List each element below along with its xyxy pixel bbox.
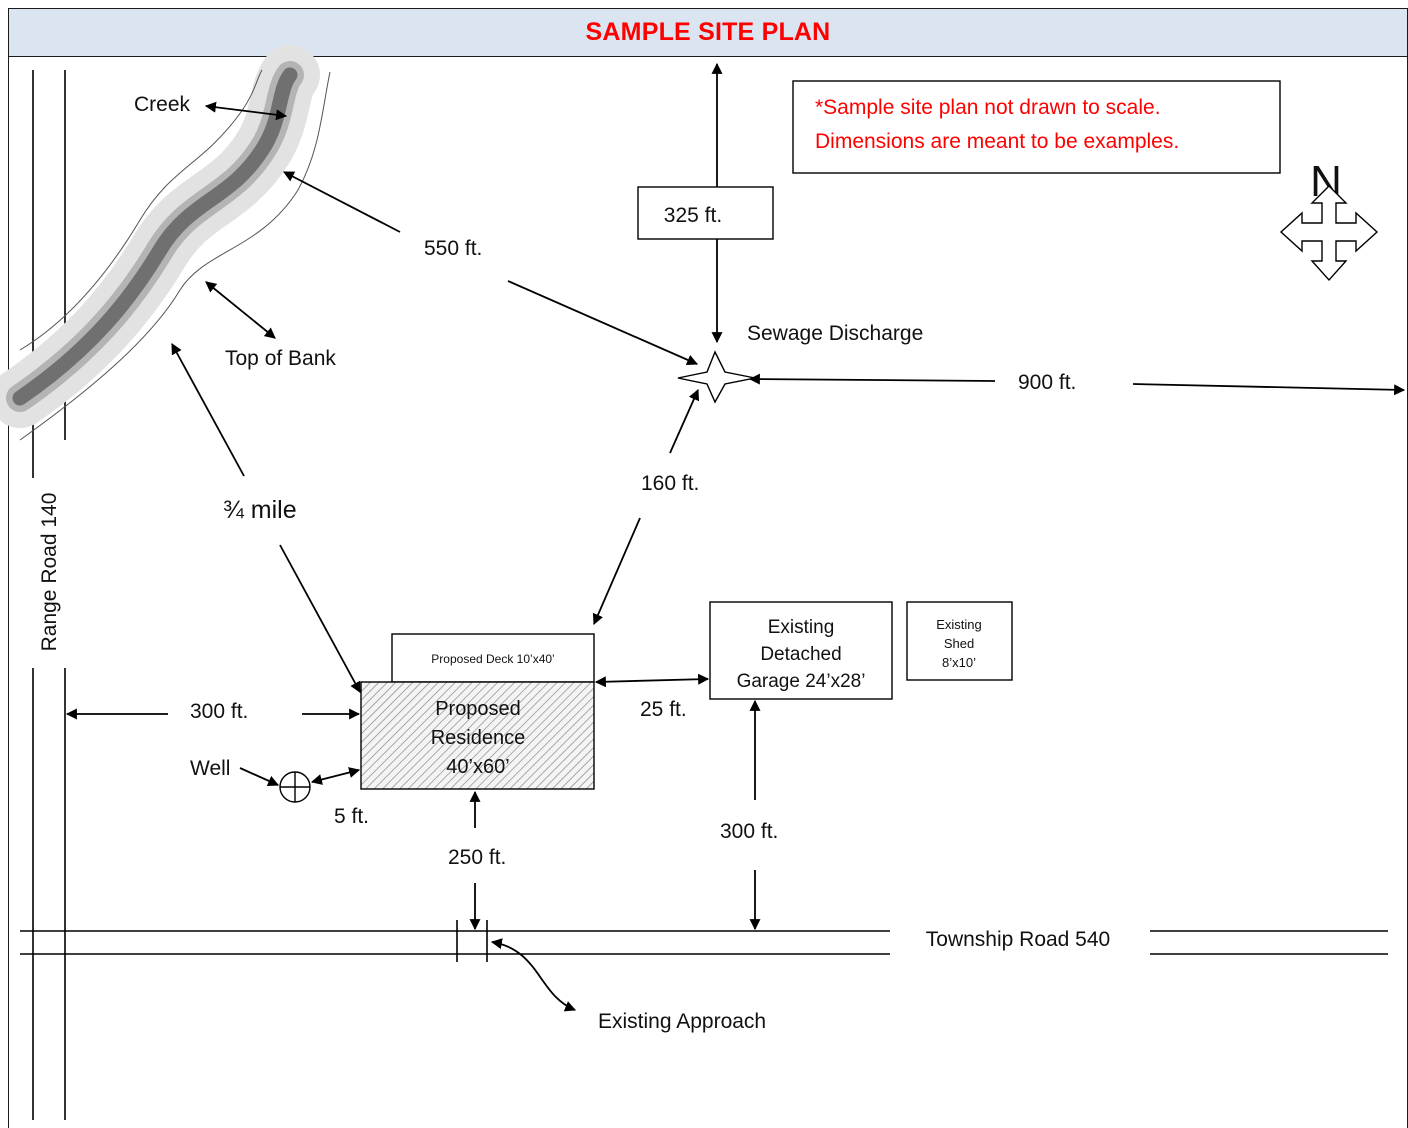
sewage-discharge-icon: [677, 350, 756, 404]
residence-label-line-3: 40’x60’: [446, 756, 509, 778]
creek-label: Creek: [134, 93, 191, 116]
proposed-residence: [360, 681, 595, 790]
east-dimension-label: 900 ft.: [1018, 371, 1076, 394]
sewage-dimension-label: 160 ft.: [641, 472, 699, 495]
bank-dimension-label: ¾ mile: [223, 496, 297, 524]
residence-label-line-2: Residence: [431, 727, 526, 749]
east-dimension-line-a: [748, 373, 996, 385]
sewage-label: Sewage Discharge: [747, 322, 923, 345]
township-road-label: Township Road 540: [926, 928, 1110, 951]
sewage-dimension-line-a: [669, 388, 700, 454]
range-road-dimension-label: 300 ft.: [190, 700, 248, 723]
approach-label: Existing Approach: [598, 1010, 766, 1033]
creek-dimension-line-a: [283, 171, 401, 233]
north-dimension-box: [637, 186, 774, 240]
bank-dimension-line-b: [279, 544, 361, 693]
shed-label-line-2: Shed: [944, 636, 974, 651]
creek-dimension-label: 550 ft.: [424, 237, 482, 260]
shed-label-line-1: Existing: [936, 617, 982, 632]
existing-approach: [456, 920, 488, 962]
approach-arrow: [490, 938, 577, 1012]
garage-label-line-2: Detached: [760, 644, 841, 665]
title-bar: SAMPLE SITE PLAN: [8, 8, 1408, 57]
top-of-bank-label: Top of Bank: [225, 347, 336, 370]
well-icon: [279, 771, 311, 803]
bank-dimension-line-a: [171, 343, 245, 477]
road-dimension-label: 250 ft.: [448, 846, 506, 869]
creek-pointer: [204, 101, 288, 121]
well-pointer: [239, 767, 280, 786]
page-title: SAMPLE SITE PLAN: [585, 18, 831, 46]
proposed-deck: [391, 633, 595, 683]
creek-dimension-line-b: [507, 280, 699, 366]
garage-gap-label: 25 ft.: [640, 698, 687, 721]
east-dimension-line-b: [1132, 383, 1406, 396]
bank-pointer: [205, 281, 276, 339]
residence-label-line-1: Proposed: [435, 698, 521, 720]
existing-shed: [906, 601, 1013, 681]
garage-label-line-1: Existing: [768, 617, 835, 638]
disclaimer-line-2: Dimensions are meant to be examples.: [815, 130, 1179, 153]
compass-rose-icon: [1279, 185, 1379, 282]
disclaimer-box: [792, 80, 1281, 174]
creek: [0, 45, 331, 441]
disclaimer-line-1: *Sample site plan not drawn to scale.: [815, 96, 1161, 119]
township-road: [20, 930, 1388, 955]
garage-road-dimension-label: 300 ft.: [720, 820, 778, 843]
proposed-deck-label: Proposed Deck 10’x40’: [431, 652, 554, 666]
sewage-dimension-line-b: [592, 517, 641, 626]
north-dimension-label: 325 ft.: [664, 204, 722, 227]
well-dimension-label: 5 ft.: [334, 805, 369, 828]
shed-label-line-3: 8’x10’: [942, 655, 976, 670]
well-label: Well: [190, 757, 230, 780]
well-dimension-line: [310, 767, 361, 785]
existing-garage: [709, 601, 893, 700]
range-road-label: Range Road 140: [38, 493, 61, 652]
garage-gap-dimension-line: [594, 673, 710, 688]
garage-label-line-3: Garage 24’x28’: [737, 671, 866, 692]
